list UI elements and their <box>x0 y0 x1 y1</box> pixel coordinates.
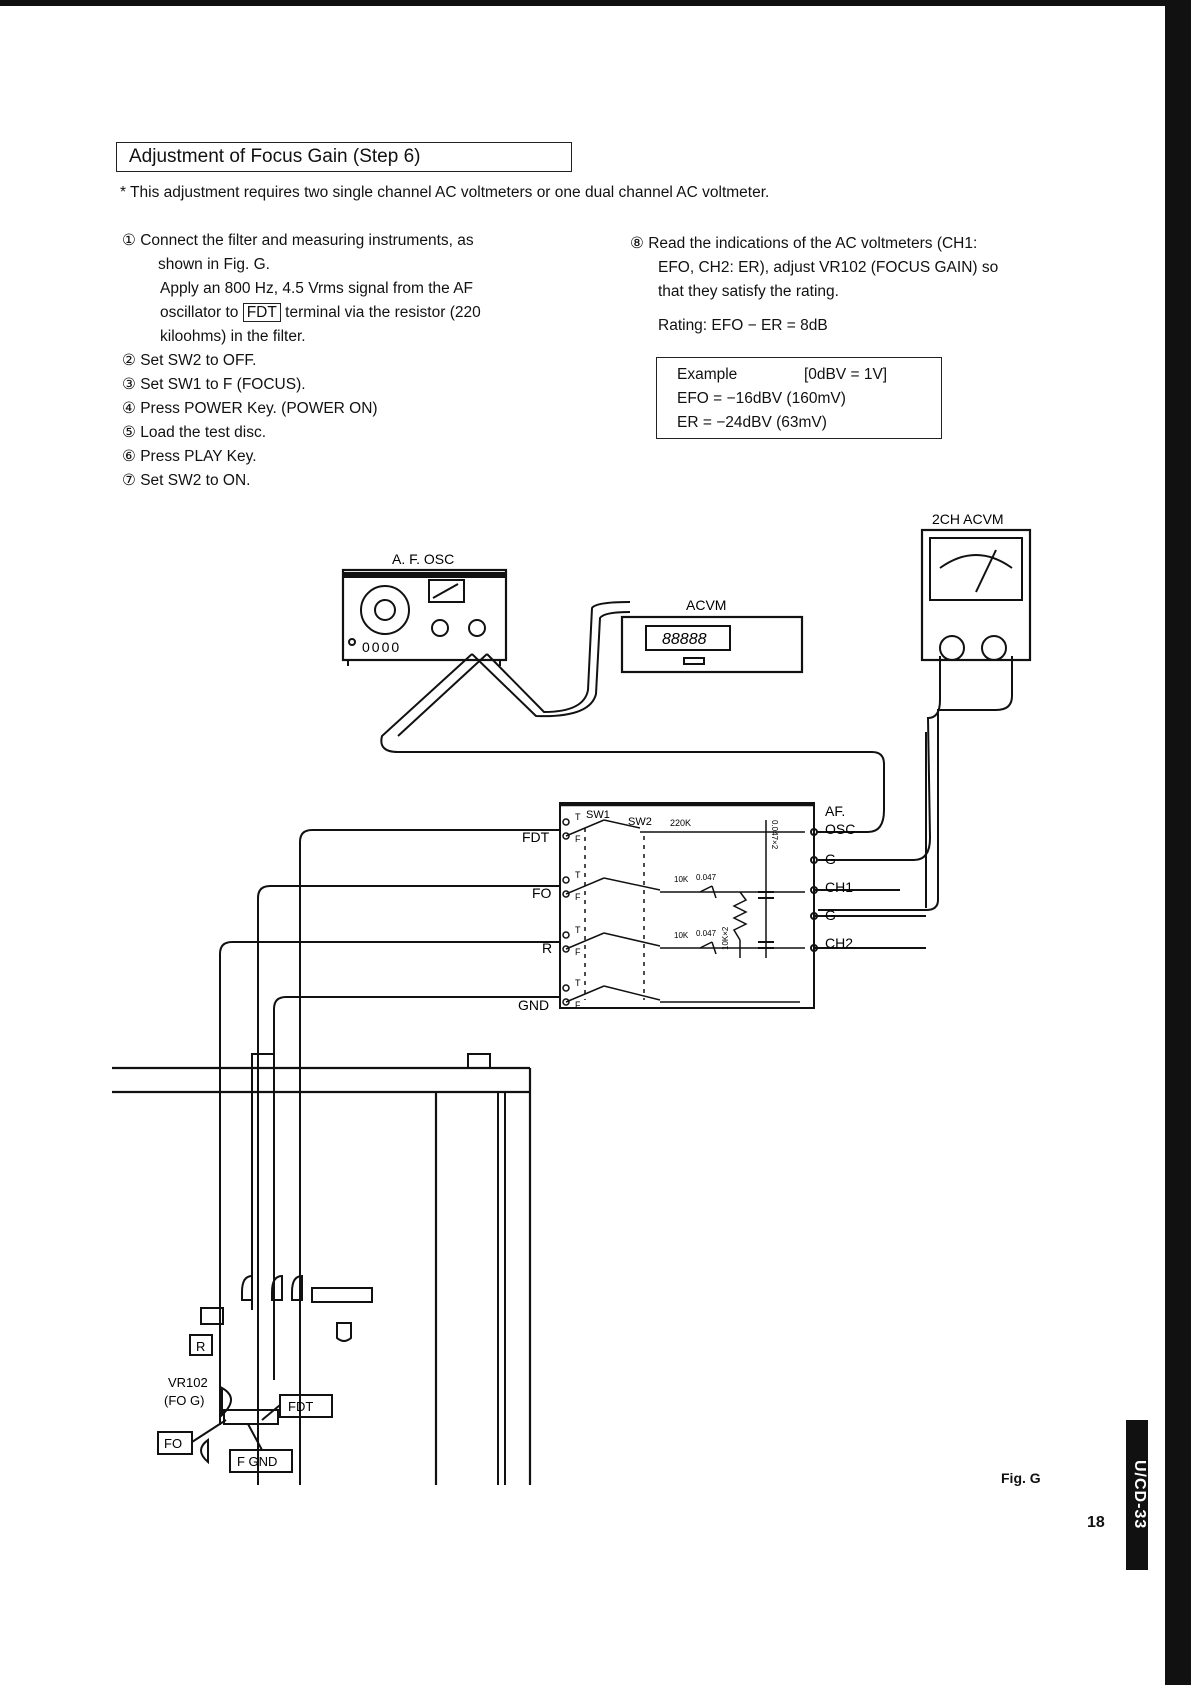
switch-f-2: F <box>575 892 581 902</box>
dual-channel-acvm <box>920 528 1032 662</box>
dial-icon <box>360 585 410 635</box>
resistor-10k-b-label: 10K <box>674 931 689 940</box>
meter-icon <box>428 579 465 603</box>
switch-f-4: F <box>575 1000 581 1010</box>
example-label: Example <box>677 366 738 383</box>
step-3: ③ Set SW1 to F (FOCUS). <box>122 376 306 393</box>
terminal-fdt: FDT <box>522 829 550 845</box>
step-7: ⑦ Set SW2 to ON. <box>122 472 251 489</box>
example-header: Example [0dBV = 1V] <box>677 363 921 387</box>
sw2-label: SW2 <box>628 816 652 828</box>
af-osc-digits: 0000 <box>362 639 401 655</box>
steps-right-column: ⑧ Read the indications of the AC voltmet… <box>630 232 1090 338</box>
terminal-r: R <box>542 940 552 956</box>
terminal-af-osc-1: AF. <box>825 803 845 819</box>
step-1-line-4: oscillator to FDT terminal via the resis… <box>122 301 572 325</box>
connection-diagram: A. F. OSC 0000 ACVM 88888 2CH ACVM SW1 S… <box>112 511 1032 1485</box>
resistor-220k-label: 220K <box>670 818 691 828</box>
board-r-label: R <box>196 1339 205 1354</box>
step-6: ⑥ Press PLAY Key. <box>122 448 257 465</box>
filter-box <box>559 802 815 1009</box>
af-osc-label: A. F. OSC <box>392 551 454 567</box>
switch-f-1: F <box>575 834 581 844</box>
switch-t-1: T <box>575 812 581 822</box>
figure-label: Fig. G <box>1001 1470 1041 1486</box>
example-reference: [0dBV = 1V] <box>803 366 888 383</box>
capacitor-a-label: 0.047 <box>696 873 717 882</box>
step-1-line-1: ① Connect the filter and measuring instr… <box>122 232 474 249</box>
requirement-note: * This adjustment requires two single ch… <box>120 184 770 201</box>
step-8-line-3: that they satisfy the rating. <box>658 283 839 300</box>
terminal-ch1: CH1 <box>825 879 853 895</box>
page-number: 18 <box>1087 1514 1105 1531</box>
af-oscillator <box>341 568 508 662</box>
steps-left-column: ① Connect the filter and measuring instr… <box>122 229 572 493</box>
resistor-10k-a-label: 10K <box>674 875 689 884</box>
board-vr102-label: VR102 <box>168 1375 208 1390</box>
acvm2-label: 2CH ACVM <box>932 511 1004 527</box>
terminal-g-2: G <box>825 907 836 923</box>
step-1-line-4-post: terminal via the resistor (220 <box>285 304 481 321</box>
section-title: Adjustment of Focus Gain (Step 6) <box>116 142 572 172</box>
switch-t-4: T <box>575 978 581 988</box>
step-8-line-2: EFO, CH2: ER), adjust VR102 (FOCUS GAIN)… <box>658 259 999 276</box>
step-5: ⑤ Load the test disc. <box>122 424 267 441</box>
sw1-label: SW1 <box>586 809 610 821</box>
terminal-fo: FO <box>532 885 552 901</box>
right-border <box>1165 0 1191 1685</box>
step-2: ② Set SW2 to OFF. <box>122 352 257 369</box>
step-1-line-4-pre: oscillator to <box>160 304 239 321</box>
board-fgnd-label: F GND <box>237 1454 277 1469</box>
terminal-g-1: G <box>825 851 836 867</box>
acvm-label: ACVM <box>686 597 726 613</box>
example-box: Example [0dBV = 1V] EFO = −16dBV (160mV)… <box>656 357 942 439</box>
model-tab: U/CD-33 <box>1126 1420 1148 1570</box>
fdt-terminal-label: FDT <box>242 303 281 322</box>
example-er: ER = −24dBV (63mV) <box>677 414 827 431</box>
capacitor-b-label: 0.047 <box>696 929 717 938</box>
top-border <box>0 0 1191 6</box>
step-1-line-5: kiloohms) in the filter. <box>160 328 306 345</box>
capacitor-x2-label: 0.047×2 <box>770 820 779 850</box>
board-fo-label: FO <box>164 1436 182 1451</box>
terminal-af-osc-2: OSC <box>825 821 855 837</box>
step-1-line-2: shown in Fig. G. <box>158 256 270 273</box>
board-fdt-label: FDT <box>288 1399 313 1414</box>
acvm-display: 88888 <box>662 631 707 648</box>
example-efo: EFO = −16dBV (160mV) <box>677 390 846 407</box>
step-1-line-3: Apply an 800 Hz, 4.5 Vrms signal from th… <box>160 280 474 297</box>
step-8-line-1: ⑧ Read the indications of the AC voltmet… <box>630 235 978 252</box>
resistor-x2-label: 10K×2 <box>721 926 730 950</box>
board-fog-label: (FO G) <box>164 1393 204 1408</box>
terminal-gnd: GND <box>518 997 549 1013</box>
switch-f-3: F <box>575 947 581 957</box>
step-4: ④ Press POWER Key. (POWER ON) <box>122 400 378 417</box>
rating: Rating: EFO − ER = 8dB <box>658 317 828 334</box>
acvm-instrument <box>620 615 804 674</box>
switch-t-3: T <box>575 925 581 935</box>
terminal-ch2: CH2 <box>825 935 853 951</box>
switch-t-2: T <box>575 870 581 880</box>
